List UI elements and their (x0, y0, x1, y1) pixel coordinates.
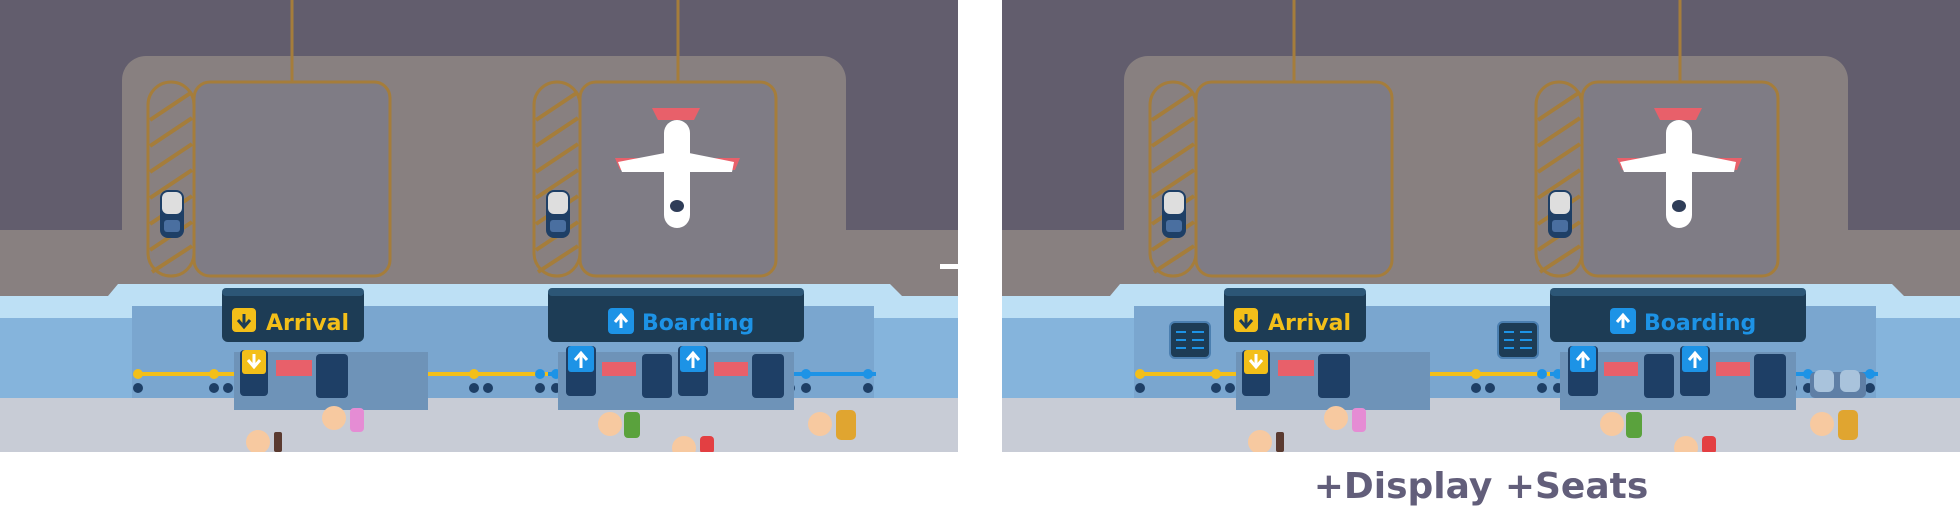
passenger-icon (1600, 412, 1624, 436)
boarding-label: Boarding (1644, 311, 1756, 336)
baggage-tug-icon (546, 190, 570, 238)
seat-row-boarding[interactable] (1810, 370, 1866, 398)
boarding-label: Boarding (642, 311, 754, 336)
baggage-tug-icon (1548, 190, 1572, 238)
boarding-gate[interactable] (1568, 346, 1786, 398)
passenger-icon (1810, 412, 1834, 436)
arrow-up-icon (608, 308, 634, 334)
arrow-up-icon (1610, 308, 1636, 334)
arrow-down-icon (1234, 308, 1258, 332)
passenger-icon (598, 412, 622, 436)
sign-arrival: Arrival (1224, 288, 1366, 342)
flight-display-boarding[interactable] (1497, 321, 1539, 359)
suitcase-icon (1352, 408, 1366, 432)
scene-before-canvas: Arrival Boarding (0, 0, 958, 452)
baggage-tug-icon (1162, 190, 1186, 238)
arrival-label: Arrival (266, 311, 349, 336)
airplane-icon[interactable] (615, 108, 740, 228)
passenger-icon (1674, 436, 1698, 452)
arrow-down-icon (232, 308, 256, 332)
suitcase-icon (700, 436, 714, 452)
passenger-icon (808, 412, 832, 436)
terminal-floor (0, 398, 958, 452)
caption: +Display +Seats (1313, 466, 1649, 507)
stand-arrival[interactable] (1148, 80, 1394, 278)
suitcase-icon (1276, 432, 1284, 452)
stand-arrival[interactable] (146, 80, 392, 278)
passenger-icon (1324, 406, 1348, 430)
arrival-gate[interactable] (1242, 350, 1350, 398)
scene-before: Arrival Boarding (0, 0, 958, 452)
baggage-tug-icon (160, 190, 184, 238)
passenger-icon (672, 436, 696, 452)
flight-display-arrival[interactable] (1169, 321, 1211, 359)
airplane-icon[interactable] (1617, 108, 1742, 228)
arrival-gate[interactable] (240, 350, 348, 398)
suitcase-icon (836, 410, 856, 440)
passenger-icon (1248, 430, 1272, 452)
scene-after-canvas: Arrival Boarding (1002, 0, 1960, 452)
suitcase-icon (1702, 436, 1716, 452)
passenger-icon (246, 430, 270, 452)
terminal-floor (1002, 398, 1960, 452)
suitcase-icon (624, 412, 640, 438)
suitcase-icon (1626, 412, 1642, 438)
passenger-icon (322, 406, 346, 430)
suitcase-icon (1838, 410, 1858, 440)
boarding-gate[interactable] (566, 346, 784, 398)
suitcase-icon (350, 408, 364, 432)
scene-after: Arrival Boarding (1002, 0, 1960, 452)
arrow-right-icon (940, 254, 1010, 280)
suitcase-icon (274, 432, 282, 452)
sign-boarding: Boarding (1550, 288, 1806, 342)
sign-arrival: Arrival (222, 288, 364, 342)
arrival-label: Arrival (1268, 311, 1351, 336)
sign-boarding: Boarding (548, 288, 804, 342)
